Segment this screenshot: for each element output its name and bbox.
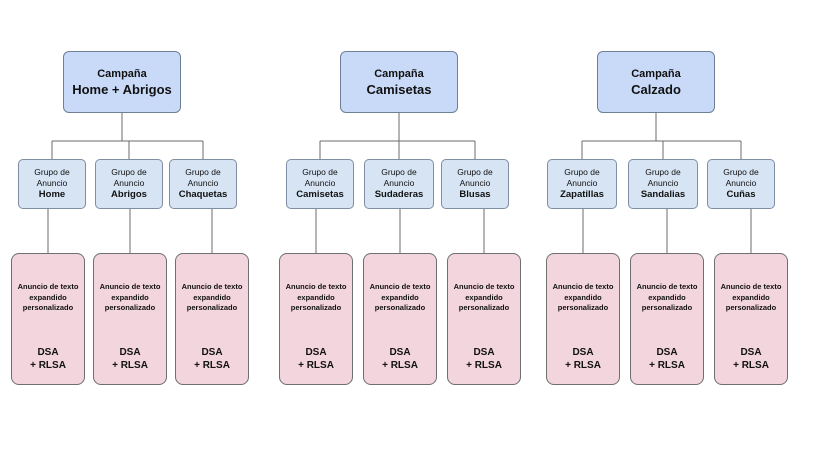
ad-description: Anuncio de texto expandido personalizado bbox=[453, 282, 515, 312]
ad-description: Anuncio de texto expandido personalizado bbox=[552, 282, 614, 312]
rlsa-label: + RLSA bbox=[565, 360, 601, 371]
ad-box-chaquetas: Anuncio de texto expandido personalizado… bbox=[175, 253, 249, 385]
ad-targeting: DSA + RLSA bbox=[715, 346, 787, 372]
ad-group-name: Sandalias bbox=[640, 189, 686, 200]
campaign-name: Home + Abrigos bbox=[72, 81, 172, 97]
ad-description: Anuncio de texto expandido personalizado bbox=[181, 282, 243, 312]
ad-group-label: Grupo de Anuncio bbox=[185, 167, 221, 188]
ad-group-box-chaquetas: Grupo de Anuncio Chaquetas bbox=[169, 159, 237, 209]
ad-group-label: Grupo de Anuncio bbox=[457, 167, 493, 188]
ad-targeting: DSA + RLSA bbox=[448, 346, 520, 372]
ad-description: Anuncio de texto expandido personalizado bbox=[636, 282, 698, 312]
dsa-label: DSA bbox=[201, 347, 223, 358]
ad-targeting: DSA + RLSA bbox=[176, 346, 248, 372]
ad-group-label: Grupo de Anuncio bbox=[645, 167, 681, 188]
ad-description: Anuncio de texto expandido personalizado bbox=[99, 282, 161, 312]
campaign-label: Campaña bbox=[374, 67, 424, 80]
ad-targeting: DSA + RLSA bbox=[364, 346, 436, 372]
campaign-box-home-abrigos: Campaña Home + Abrigos bbox=[63, 51, 181, 113]
ad-targeting: DSA + RLSA bbox=[547, 346, 619, 372]
rlsa-label: + RLSA bbox=[382, 360, 418, 371]
ad-description: Anuncio de texto expandido personalizado bbox=[369, 282, 431, 312]
ad-box-blusas: Anuncio de texto expandido personalizado… bbox=[447, 253, 521, 385]
ad-group-label: Grupo de Anuncio bbox=[381, 167, 417, 188]
dsa-label: DSA bbox=[119, 347, 141, 358]
ad-group-name: Blusas bbox=[459, 189, 491, 200]
ad-group-label: Grupo de Anuncio bbox=[302, 167, 338, 188]
ad-targeting: DSA + RLSA bbox=[94, 346, 166, 372]
ad-group-box-camisetas: Grupo de Anuncio Camisetas bbox=[286, 159, 354, 209]
dsa-label: DSA bbox=[740, 347, 762, 358]
campaign-label: Campaña bbox=[631, 67, 681, 80]
ad-targeting: DSA + RLSA bbox=[12, 346, 84, 372]
ad-group-box-abrigos: Grupo de Anuncio Abrigos bbox=[95, 159, 163, 209]
rlsa-label: + RLSA bbox=[466, 360, 502, 371]
campaign-name: Calzado bbox=[631, 81, 681, 97]
ad-group-box-cunas: Grupo de Anuncio Cuñas bbox=[707, 159, 775, 209]
dsa-label: DSA bbox=[37, 347, 59, 358]
campaign-box-camisetas: Campaña Camisetas bbox=[340, 51, 458, 113]
ad-targeting: DSA + RLSA bbox=[280, 346, 352, 372]
ad-group-name: Zapatillas bbox=[560, 189, 604, 200]
rlsa-label: + RLSA bbox=[194, 360, 230, 371]
dsa-label: DSA bbox=[473, 347, 495, 358]
ad-box-cunas: Anuncio de texto expandido personalizado… bbox=[714, 253, 788, 385]
campaign-label: Campaña bbox=[97, 67, 147, 80]
ad-group-name: Camisetas bbox=[296, 189, 344, 200]
ad-group-box-sandalias: Grupo de Anuncio Sandalias bbox=[628, 159, 698, 209]
dsa-label: DSA bbox=[572, 347, 594, 358]
rlsa-label: + RLSA bbox=[30, 360, 66, 371]
ad-group-name: Chaquetas bbox=[178, 189, 228, 200]
dsa-label: DSA bbox=[389, 347, 411, 358]
ad-group-name: Abrigos bbox=[111, 189, 147, 200]
dsa-label: DSA bbox=[305, 347, 327, 358]
campaign-box-calzado: Campaña Calzado bbox=[597, 51, 715, 113]
rlsa-label: + RLSA bbox=[298, 360, 334, 371]
dsa-label: DSA bbox=[656, 347, 678, 358]
ad-group-label: Grupo de Anuncio bbox=[564, 167, 600, 188]
ad-box-zapatillas: Anuncio de texto expandido personalizado… bbox=[546, 253, 620, 385]
ad-targeting: DSA + RLSA bbox=[631, 346, 703, 372]
ad-box-camisetas: Anuncio de texto expandido personalizado… bbox=[279, 253, 353, 385]
ad-group-name: Cuñas bbox=[726, 189, 756, 200]
ad-group-box-blusas: Grupo de Anuncio Blusas bbox=[441, 159, 509, 209]
rlsa-label: + RLSA bbox=[112, 360, 148, 371]
ad-box-sandalias: Anuncio de texto expandido personalizado… bbox=[630, 253, 704, 385]
ad-group-label: Grupo de Anuncio bbox=[34, 167, 70, 188]
ad-group-box-home: Grupo de Anuncio Home bbox=[18, 159, 86, 209]
campaign-name: Camisetas bbox=[366, 81, 432, 97]
ad-group-label: Grupo de Anuncio bbox=[723, 167, 759, 188]
ad-group-label: Grupo de Anuncio bbox=[111, 167, 147, 188]
ad-group-name: Home bbox=[38, 189, 66, 200]
rlsa-label: + RLSA bbox=[649, 360, 685, 371]
ad-box-abrigos: Anuncio de texto expandido personalizado… bbox=[93, 253, 167, 385]
ad-group-name: Sudaderas bbox=[374, 189, 424, 200]
ad-box-home: Anuncio de texto expandido personalizado… bbox=[11, 253, 85, 385]
ad-group-box-zapatillas: Grupo de Anuncio Zapatillas bbox=[547, 159, 617, 209]
ad-description: Anuncio de texto expandido personalizado bbox=[17, 282, 79, 312]
ad-description: Anuncio de texto expandido personalizado bbox=[720, 282, 782, 312]
ad-description: Anuncio de texto expandido personalizado bbox=[285, 282, 347, 312]
ad-group-box-sudaderas: Grupo de Anuncio Sudaderas bbox=[364, 159, 434, 209]
ad-box-sudaderas: Anuncio de texto expandido personalizado… bbox=[363, 253, 437, 385]
rlsa-label: + RLSA bbox=[733, 360, 769, 371]
